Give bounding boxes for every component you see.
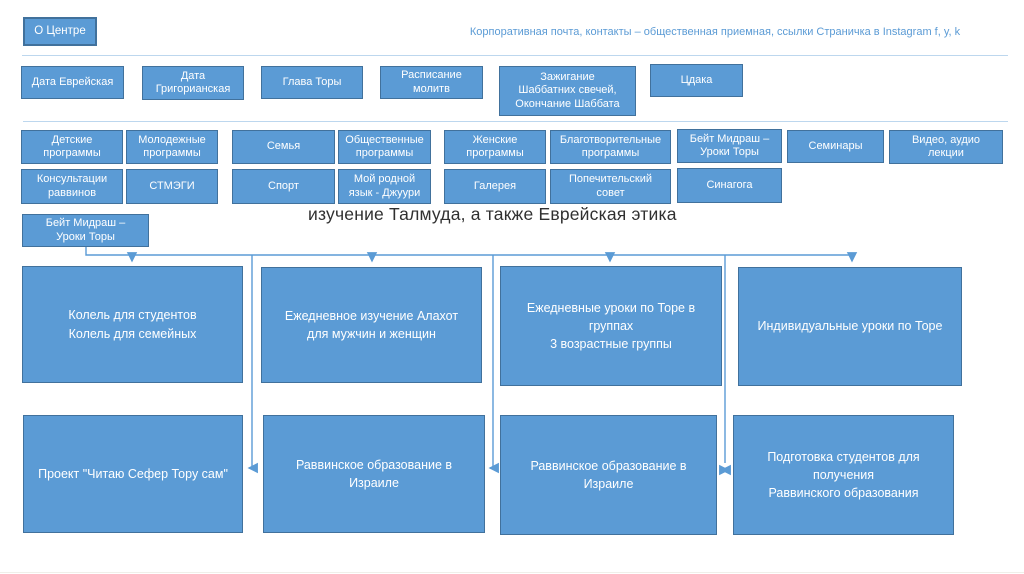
beit-midrash-node[interactable]: Бейт Мидраш – Уроки Торы [22,214,149,247]
nav-gallery[interactable]: Галерея [444,169,546,204]
program-daily-halachot[interactable]: Ежедневное изучение Алахот для мужчин и … [261,267,482,383]
box-label: Консультации раввинов [36,173,108,199]
program-rabbinic-education-israel-2[interactable]: Раввинское образование в Израиле [500,415,717,535]
connector-branch-left-1 [247,255,258,474]
header-links-text[interactable]: Корпоративная почта, контакты – обществе… [469,26,961,38]
box-label: Женские программы [466,133,524,159]
nav-seminars[interactable]: Семинары [787,130,884,163]
box-label: Раввинское образование в Израиле [530,458,687,491]
slide-bottom-edge [0,572,1024,573]
box-label: Детские программы [43,133,101,159]
box-label: Цдака [680,73,713,86]
program-sefer-torah-project[interactable]: Проект "Читаю Сефер Тору сам" [23,415,243,533]
box-label: Общественные программы [345,133,424,159]
box-label: Благотворительные программы [559,133,662,159]
toolbar-jewish-date[interactable]: Дата Еврейская [21,66,124,99]
about-center-button[interactable]: О Центре [23,17,97,46]
nav-video-audio-lectures[interactable]: Видео, аудио лекции [889,130,1003,164]
box-label: Синагога [706,178,753,191]
toolbar-tzedakah[interactable]: Цдака [650,64,743,97]
nav-children-programs[interactable]: Детские программы [21,130,123,164]
box-label: Ежедневное изучение Алахот для мужчин и … [284,308,459,341]
box-label: Расписание молитв [401,69,462,95]
box-label: Спорт [268,179,299,192]
nav-trustee-council[interactable]: Попечительский совет [550,169,671,204]
box-label: Дата Еврейская [31,75,114,88]
nav-stmegi[interactable]: СТМЭГИ [126,169,218,204]
nav-youth-programs[interactable]: Молодежные программы [126,130,218,164]
box-label: Раввинское образование в Израиле [295,457,453,490]
box-label: Колель для студентов Колель для семейных [68,308,197,341]
header-separator-line [22,55,1008,56]
box-label: Индивидуальные уроки по Торе [757,319,943,334]
toolbar-separator-line [23,121,1008,122]
nav-sport[interactable]: Спорт [232,169,335,204]
box-label: Мой родной язык - Джуури [348,173,421,199]
program-individual-torah-lessons[interactable]: Индивидуальные уроки по Торе [738,267,962,386]
box-label: Подготовка студентов для получения Равви… [767,449,920,501]
program-kolel[interactable]: Колель для студентов Колель для семейных [22,266,243,383]
box-label: Видео, аудио лекции [911,133,981,159]
box-label: Глава Торы [282,75,342,88]
nav-charity-programs[interactable]: Благотворительные программы [550,130,671,164]
connector-branch-left-2 [488,255,499,474]
box-label: Попечительский совет [568,173,653,199]
nav-rabbi-consultations[interactable]: Консультации раввинов [21,169,123,204]
program-student-rabbinic-preparation[interactable]: Подготовка студентов для получения Равви… [733,415,954,535]
toolbar-torah-portion[interactable]: Глава Торы [261,66,363,99]
section-title: изучение Талмуда, а также Еврейская этик… [308,204,677,224]
nav-women-programs[interactable]: Женские программы [444,130,546,164]
box-label: Семья [266,140,301,153]
toolbar-shabbat-candles[interactable]: Зажигание Шаббатних свечей, Окончание Ша… [499,66,636,116]
box-label: Семинары [808,139,863,152]
toolbar-prayer-schedule[interactable]: Расписание молитв [380,66,483,99]
box-label: Галерея [473,179,517,192]
nav-public-programs[interactable]: Общественные программы [338,130,431,164]
box-label: Бейт Мидраш – Уроки Торы [45,217,126,243]
connector-trunk [85,247,858,263]
box-label: СТМЭГИ [149,179,195,192]
box-label: Проект "Читаю Сефер Тору сам" [38,466,228,481]
program-torah-group-lessons[interactable]: Ежедневные уроки по Торе в группах 3 воз… [500,266,722,386]
program-rabbinic-education-israel-1[interactable]: Раввинское образование в Израиле [263,415,485,533]
nav-synagogue[interactable]: Синагога [677,168,782,203]
box-label: Ежедневные уроки по Торе в группах 3 воз… [526,300,696,352]
box-label: Дата Григорианская [155,69,231,95]
nav-juhuri-language[interactable]: Мой родной язык - Джуури [338,169,431,204]
nav-family[interactable]: Семья [232,130,335,164]
nav-beit-midrash[interactable]: Бейт Мидраш – Уроки Торы [677,129,782,163]
about-center-label: О Центре [34,25,86,38]
toolbar-gregorian-date[interactable]: Дата Григорианская [142,66,244,100]
box-label: Зажигание Шаббатних свечей, Окончание Ша… [515,70,620,110]
box-label: Бейт Мидраш – Уроки Торы [689,132,770,158]
box-label: Молодежные программы [138,133,206,159]
